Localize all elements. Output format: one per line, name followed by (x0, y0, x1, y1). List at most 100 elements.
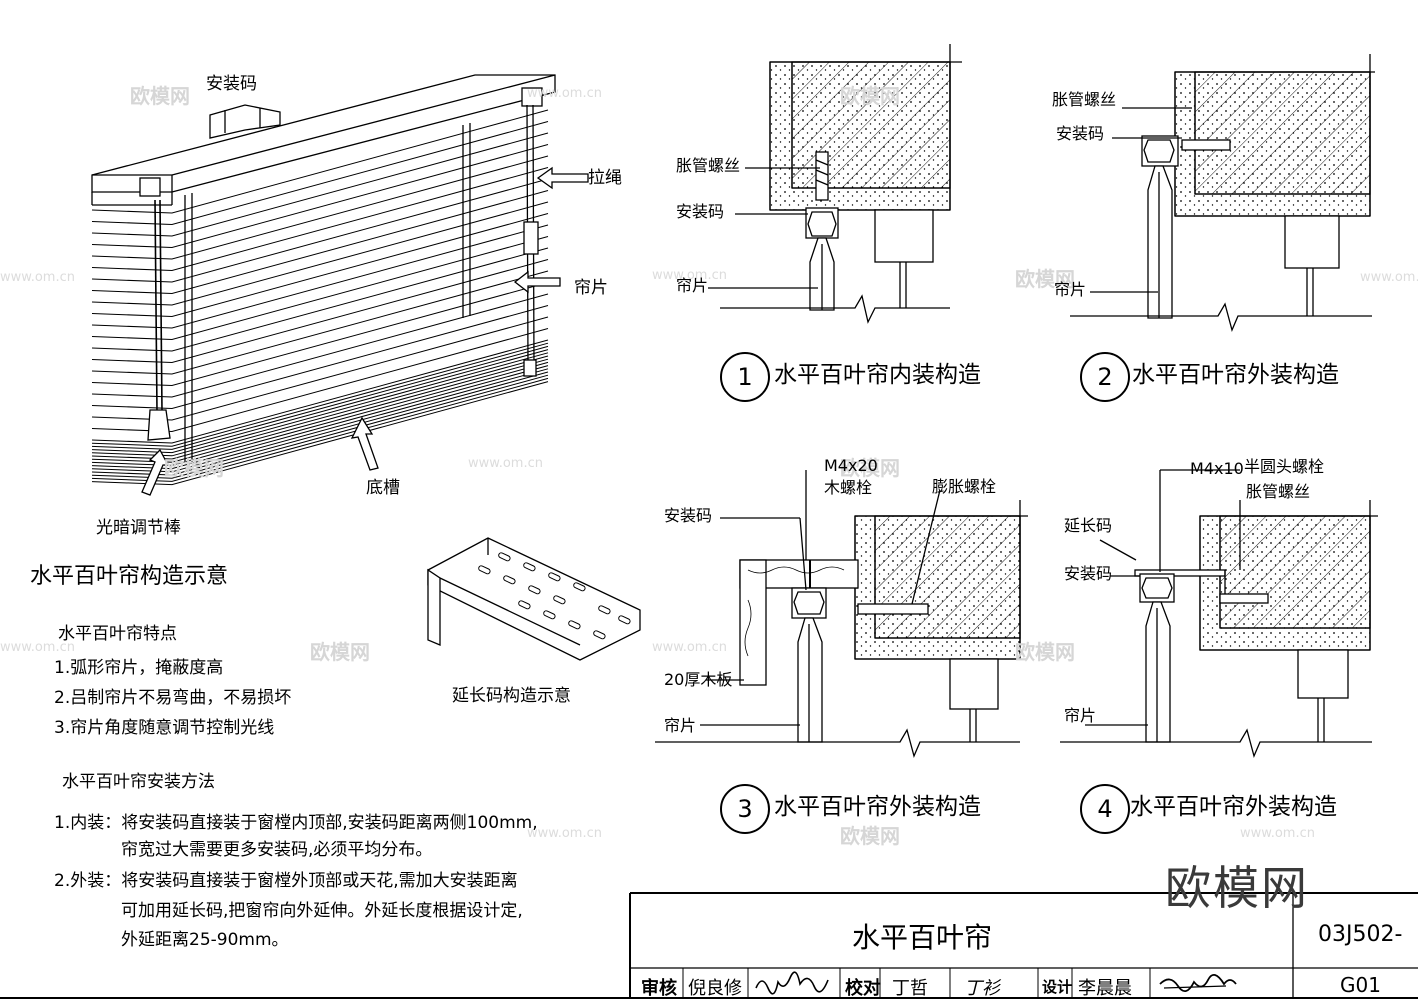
review-name: 倪良修 (688, 978, 742, 999)
label-slat: 帘片 (574, 278, 608, 298)
slat-line (91, 167, 549, 272)
d2-label-slat: 帘片 (1054, 280, 1087, 299)
sheet-title: 水平百叶帘 (852, 921, 993, 954)
label-bottom-rail: 底槽 (366, 478, 400, 498)
label-pull-cord: 拉绳 (588, 168, 622, 188)
installation-line: 2.外装：将安装码直接装于窗樘外顶部或天花,需加大安装距离 (54, 871, 518, 891)
d4-label-bracket: 安装码 (1064, 564, 1113, 583)
d3-label-bracket: 安装码 (664, 506, 713, 525)
slat-line (91, 381, 549, 486)
blind-illustration (91, 74, 589, 496)
installation-line: 外延距离25-90mm。 (121, 930, 289, 950)
watermark: 欧模网 (164, 456, 224, 480)
slat-line (91, 109, 549, 214)
detail-2-section (1070, 54, 1375, 332)
detail-3-number: 3 (720, 784, 770, 834)
bracket-slot (618, 615, 631, 625)
watermark-url: www.om.cn (652, 640, 727, 655)
installation-line: 帘宽过大需要更多安装码,必须平均分布。 (121, 840, 433, 860)
watermark-url: www.om.cn (468, 456, 543, 471)
d3-label-expansion-bolt: 膨胀螺栓 (932, 477, 997, 496)
review-signature (755, 971, 829, 995)
slat-line (91, 365, 549, 470)
slat-line (91, 342, 549, 447)
slat-line (91, 178, 549, 283)
watermark: 欧模网 (840, 824, 900, 848)
slat-line (91, 259, 549, 364)
slat-line (91, 352, 549, 457)
slat-line (91, 368, 549, 473)
watermark-url: www.om.cn (527, 826, 602, 841)
slat-line (91, 374, 549, 479)
watermark: 欧模网 (130, 84, 190, 108)
installation-heading: 水平百叶帘安装方法 (62, 772, 215, 792)
d3-label-board: 20厚木板 (664, 670, 733, 689)
bracket-slot (598, 605, 611, 615)
slat-line (91, 201, 549, 306)
slat-line (91, 213, 549, 318)
check-signature: 丁衫 (964, 978, 1000, 999)
d3-label-size: M4x20 (824, 456, 878, 475)
slat-line (91, 339, 549, 444)
d4-label-screw: 胀管螺丝 (1246, 482, 1311, 501)
extension-bracket-sketch (427, 537, 641, 661)
watermark: 欧模网 (840, 84, 900, 108)
slat-line (91, 132, 549, 237)
label-mount-bracket: 安装码 (206, 74, 257, 94)
bracket-slot (548, 572, 561, 582)
bracket-slot (518, 600, 531, 610)
detail-4-number: 4 (1080, 784, 1130, 834)
d1-label-bracket: 安装码 (676, 202, 725, 221)
detail-2-number: 2 (1080, 352, 1130, 402)
watermark-url: www.om.cn (1360, 270, 1418, 285)
slat-line (91, 121, 549, 226)
page-number: G01 (1340, 973, 1381, 997)
slat-line (91, 190, 549, 295)
bracket-slot (523, 562, 536, 572)
slat-line (91, 349, 549, 454)
d3-label-wood-screw: 木螺栓 (824, 478, 873, 497)
watermark-url: www.om.cn (652, 268, 727, 283)
slat-line (91, 377, 549, 482)
bracket-slot (498, 552, 511, 562)
design-name: 李晨晨 (1078, 978, 1132, 999)
features-heading: 水平百叶帘特点 (58, 624, 177, 644)
bracket-slot (573, 582, 586, 592)
slat-line (91, 282, 549, 387)
drawing-number: 03J502- (1318, 922, 1403, 947)
d2-label-bracket: 安装码 (1056, 124, 1105, 143)
watermark-url: www.om.cn (0, 640, 75, 655)
detail-2-title: 水平百叶帘外装构造 (1132, 362, 1339, 388)
slat-line (91, 293, 549, 398)
slat-line (91, 270, 549, 375)
detail-1-title: 水平百叶帘内装构造 (774, 362, 981, 388)
bracket-slot (503, 575, 516, 585)
review-label: 审核 (641, 978, 677, 999)
slat-line (91, 345, 549, 450)
slat-line (91, 371, 549, 476)
design-signature (1159, 974, 1237, 992)
slat-line (91, 361, 549, 466)
slat-line (91, 355, 549, 460)
label-tilt-wand: 光暗调节棒 (96, 518, 181, 538)
slat-line (91, 247, 549, 352)
slat-line (91, 236, 549, 341)
watermark: 欧模网 (840, 456, 900, 480)
d1-label-screw: 胀管螺丝 (676, 156, 741, 175)
slat-line (91, 358, 549, 463)
feature-item: 3.帘片角度随意调节控制光线 (54, 718, 275, 738)
d4-label-size: M4x10 (1190, 459, 1244, 478)
d4-label-extension: 延长码 (1064, 516, 1113, 535)
design-label: 设计 (1042, 978, 1073, 996)
installation-line: 1.内装：将安装码直接装于窗樘内顶部,安装码距离两侧100mm, (54, 813, 538, 833)
detail-1-section (708, 44, 962, 324)
detail-4-section (1060, 469, 1378, 758)
blind-diagram-title: 水平百叶帘构造示意 (30, 564, 229, 589)
detail-1-number: 1 (720, 352, 770, 402)
extension-bracket-caption: 延长码构造示意 (452, 686, 571, 706)
feature-item: 1.弧形帘片，掩蔽度高 (54, 658, 224, 678)
watermark: 欧模网 (1015, 267, 1075, 291)
d4-label-slat: 帘片 (1064, 706, 1097, 725)
d1-label-slat: 帘片 (676, 276, 709, 295)
